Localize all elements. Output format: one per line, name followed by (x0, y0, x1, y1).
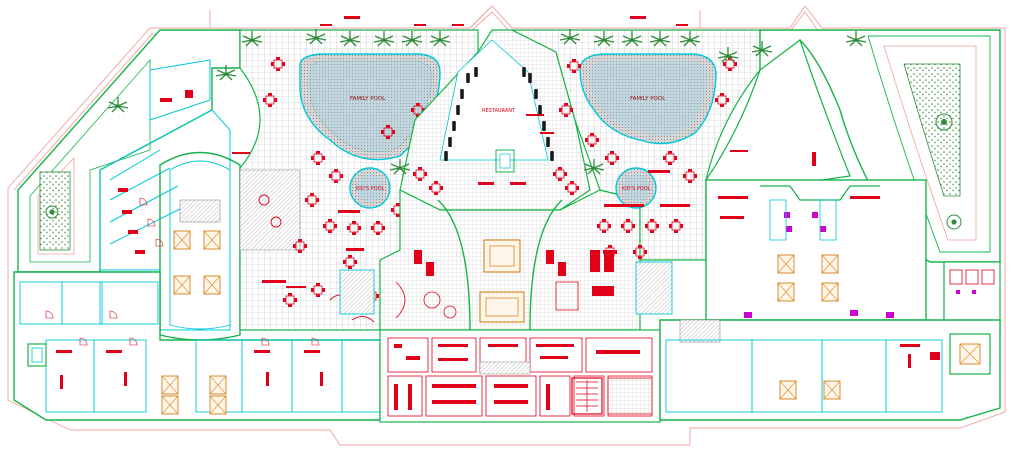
service-block (379, 329, 661, 423)
kids-pool-right (615, 167, 657, 209)
central-label: RESTAURANT (482, 108, 516, 114)
annotations (232, 16, 748, 288)
left-garden (39, 171, 71, 251)
left-lower-rooms (13, 271, 381, 421)
elevator-icon (173, 230, 191, 250)
kids-pool-label-right: KID'S POOL (622, 186, 651, 192)
kids-pool-label-left: KID'S POOL (356, 186, 385, 192)
family-pool-right (579, 53, 717, 145)
right-wing (704, 29, 1001, 352)
stair-icon (179, 199, 221, 223)
central-restaurant: RESTAURANT (399, 29, 591, 211)
central-core (339, 189, 673, 331)
pool-label-right: FAMILY POOL (630, 96, 666, 102)
left-terrace: FAMILY POOL KID'S POOL (239, 29, 479, 331)
right-terrace: FAMILY POOL KID'S POOL (511, 29, 761, 261)
pool-label-left: FAMILY POOL (350, 96, 386, 102)
kids-pool-left (349, 167, 391, 209)
right-garden (903, 63, 961, 197)
right-lower (659, 319, 1001, 421)
left-wing (17, 29, 241, 341)
